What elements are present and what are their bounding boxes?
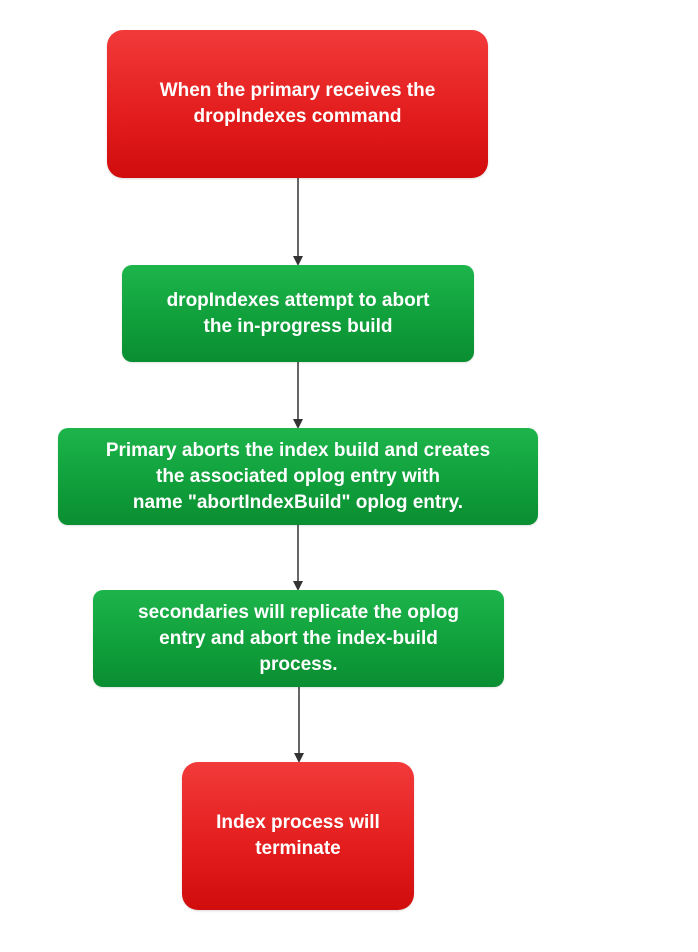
node-primary-aborts-build: Primary aborts the index build and creat…: [58, 428, 538, 525]
node-index-process-terminate: Index process will terminate: [182, 762, 414, 910]
node-label: Primary aborts the index build and creat…: [105, 439, 491, 513]
node-label: When the primary receives the dropIndexe…: [159, 80, 436, 127]
node-attempt-abort-build: dropIndexes attempt to abort the in-prog…: [122, 265, 474, 362]
node-label: Index process will terminate: [216, 812, 380, 859]
node-label: secondaries will replicate the oplog ent…: [138, 601, 459, 675]
node-primary-receives-command: When the primary receives the dropIndexe…: [107, 30, 488, 178]
node-secondaries-replicate: secondaries will replicate the oplog ent…: [93, 590, 504, 687]
node-label: dropIndexes attempt to abort the in-prog…: [166, 289, 430, 337]
